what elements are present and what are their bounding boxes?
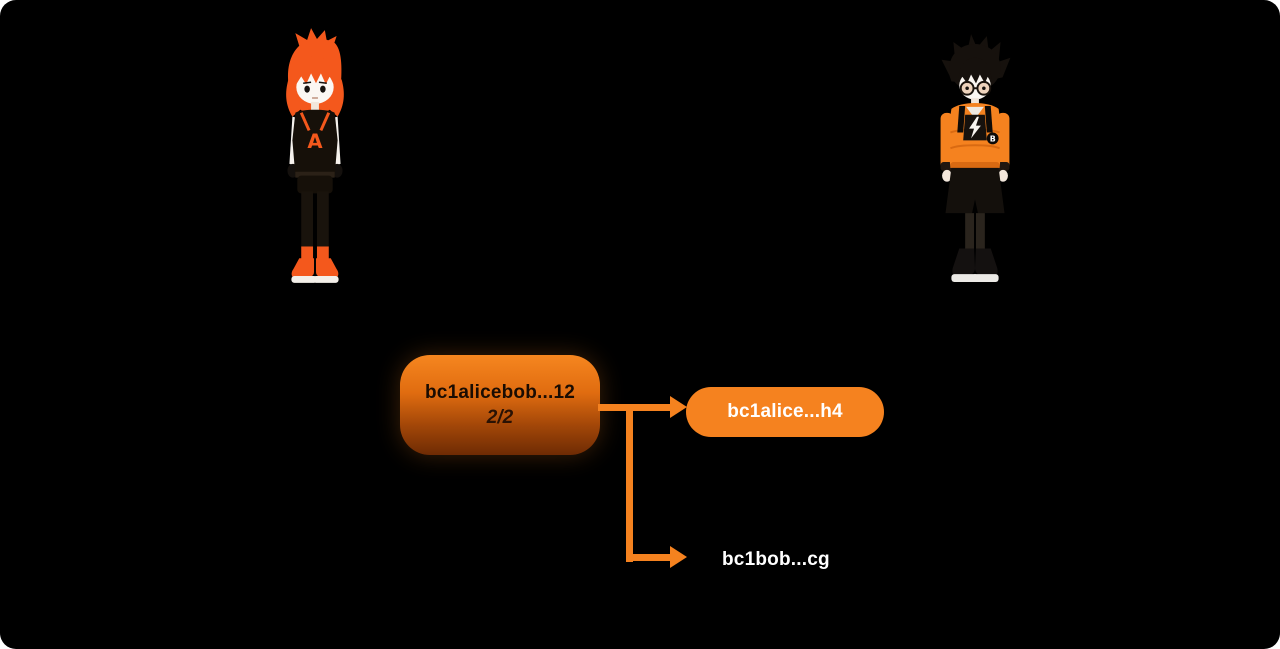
multisig-threshold-label: 2/2 [486, 406, 514, 428]
alice-character: A [286, 28, 344, 283]
alice-torso [292, 109, 338, 176]
alice-brow-right [318, 81, 327, 85]
bob-hand-right [998, 169, 1008, 182]
bob-eye-right [982, 86, 986, 91]
multisig-address-label: bc1alicebob...12 [425, 381, 575, 403]
alice-brow-left [303, 81, 312, 85]
alice-straps [299, 112, 331, 132]
alice-emblem: A [307, 130, 323, 153]
alice-leg-left [301, 191, 314, 249]
bob-strap-left [957, 105, 966, 133]
bob-lightning-icon [969, 116, 981, 139]
arrow-line-branch-down [626, 404, 633, 562]
alice-belt [295, 171, 335, 178]
alice-leg-right [316, 191, 329, 249]
bob-badge [986, 132, 999, 145]
bob-fringe [958, 57, 992, 84]
alice-hair-spikes [295, 28, 337, 48]
alice-hair-side-right [329, 79, 344, 117]
arrowhead-to-alice-icon [670, 396, 687, 418]
bob-collar [966, 106, 984, 119]
bob-character: B [940, 34, 1011, 282]
arrow-line-to-bob [626, 554, 672, 561]
alice-sole-left [291, 275, 317, 283]
bob-strap-right [984, 105, 993, 133]
bob-jacket-hem [950, 162, 1000, 169]
bob-boot-right [975, 248, 998, 277]
bob-sock-left [965, 213, 975, 251]
alice-eye-left [304, 85, 310, 93]
bob-output-address: bc1bob...cg [722, 549, 830, 570]
bob-badge-letter: B [990, 134, 996, 143]
alice-output-node: bc1alice...h4 [686, 387, 884, 437]
alice-sock-left [301, 246, 314, 261]
alice-sole-right [313, 275, 339, 283]
bob-hand-left [942, 169, 952, 182]
bob-sock-right [975, 213, 985, 251]
bob-sole-left [951, 274, 978, 282]
alice-boot-right [315, 258, 339, 278]
alice-eye-right [320, 85, 326, 93]
bob-sole-right [972, 274, 999, 282]
alice-sock-right [316, 246, 329, 261]
arrowhead-to-bob-icon [670, 546, 687, 568]
bob-eye-left [965, 86, 969, 91]
alice-neck [311, 101, 319, 111]
alice-output-address: bc1alice...h4 [727, 401, 843, 422]
bob-shorts [945, 167, 1005, 214]
bob-neck [971, 98, 979, 106]
bob-boot-left [952, 248, 975, 277]
arrow-line-to-alice [598, 404, 672, 411]
alice-hair-side-left [286, 79, 301, 117]
alice-boot-left [291, 258, 315, 278]
multisig-address-node: bc1alicebob...12 2/2 [400, 355, 600, 455]
alice-bangs [296, 55, 334, 85]
alice-hips [297, 175, 333, 194]
